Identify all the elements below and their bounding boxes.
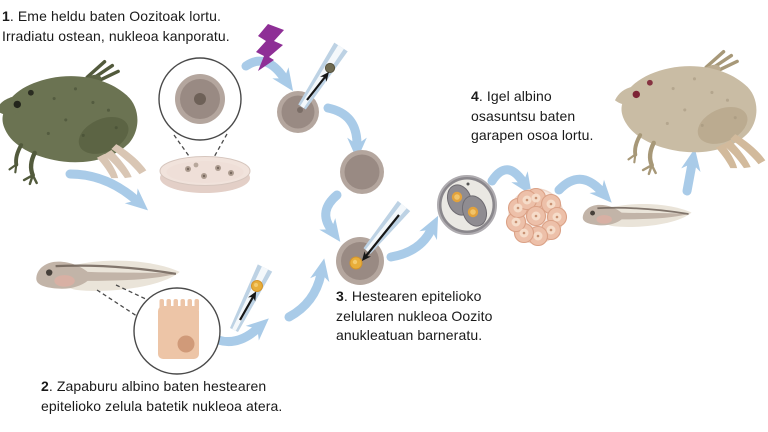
green-frog-illustration [0,61,147,184]
epithelium-magnifier [96,284,221,375]
injection-arrow-icon [361,214,400,262]
step-2-text: . Zapaburu albino baten hestearen epitel… [41,378,283,414]
step-1-number: 1 [2,8,10,24]
epithelial-cell-nucleus [177,335,195,353]
extracted-nucleus [324,62,336,74]
injection-pipette [361,200,411,262]
step-4-number: 4 [471,88,479,104]
step-4-text: . Igel albino osasuntsu baten garapen os… [471,88,594,143]
enucleation-pipette [298,42,348,110]
extraction-arrow-icon [306,71,329,101]
step-3-text: . Hestearen epitelioko zelularen nukleoa… [336,288,493,343]
step-4-label: 4. Igel albino osasuntsu baten garapen o… [471,87,594,146]
arrow-tadpole-to-frog [681,148,701,196]
flow-arrows [65,56,701,347]
donor-nucleus-pipette [230,264,273,332]
lightning-icon [256,24,284,71]
step-3-number: 3 [336,288,344,304]
arrow-frog-to-petri-dish [65,169,149,211]
two-cell-embryo [437,175,497,235]
arrow-epithelium-to-pipette [213,318,269,347]
callout-line [115,284,151,302]
step-2-label: 2. Zapaburu albino baten hestearen epite… [41,377,282,416]
arrow-injection-to-two-cell [386,215,439,262]
enucleated-oocyte [340,150,384,194]
albino-frog-illustration [614,51,766,174]
arrow-morula-to-tadpole [554,174,612,203]
intestinal-epithelial-cell [158,299,199,359]
step-3-label: 3. Hestearen epitelioko zelularen nukleo… [336,287,493,346]
step-1-label: 1. Eme heldu baten Oozitoak lortu. Irrad… [2,7,230,46]
step-1-text: . Eme heldu baten Oozitoak lortu. Irradi… [2,8,230,44]
result-tadpole-illustration [582,203,692,227]
morula-embryo [505,187,568,247]
oocyte-nucleus [194,93,206,105]
arrow-to-injection [319,190,342,242]
donor-tadpole-illustration [36,260,180,291]
step-2-number: 2 [41,378,49,394]
oocyte-magnifier [158,57,242,167]
oocytes-in-dish [185,162,234,179]
arrow-two-cell-to-morula [487,165,532,196]
callout-line [96,289,147,323]
arrow-to-enucleated-oocyte [323,103,367,160]
petri-dish [159,156,251,193]
arrow-pipette-to-oocyte [284,258,330,322]
extraction-arrow-icon [239,291,257,321]
